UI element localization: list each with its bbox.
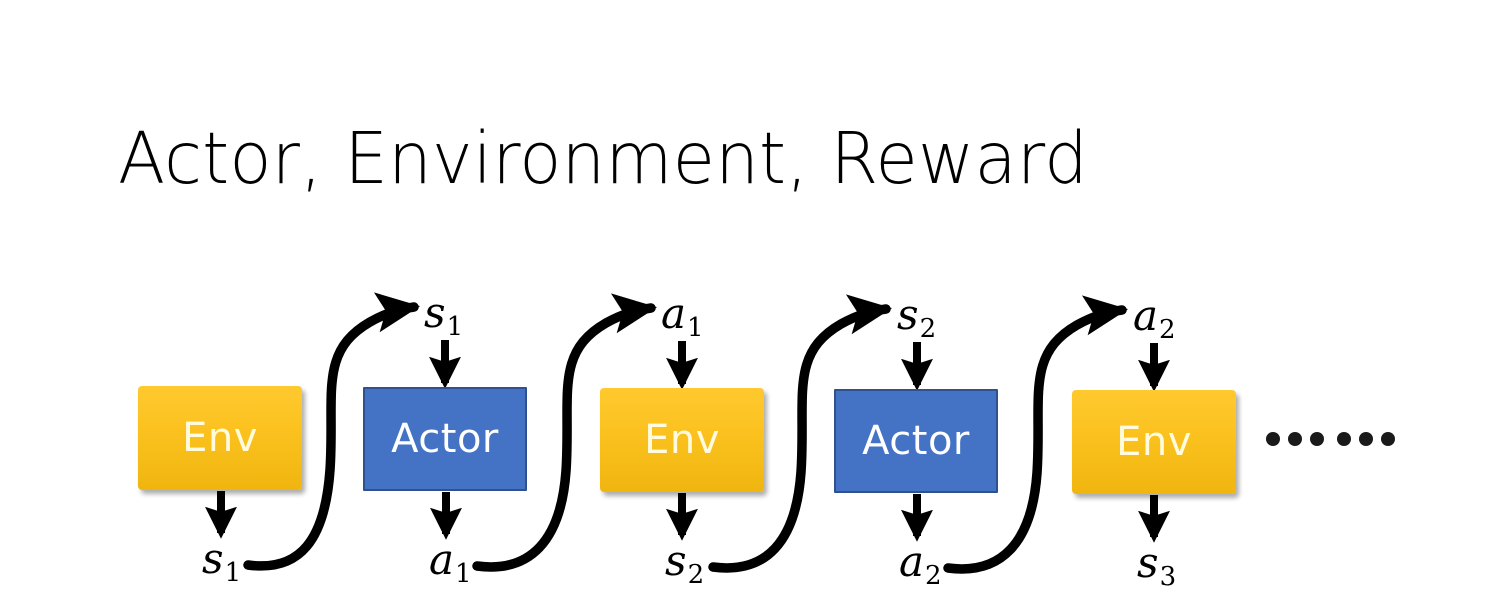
math-subscript: 2 — [687, 560, 705, 591]
label-state-s2-bottom: s2 — [665, 540, 704, 589]
math-base: a — [1133, 291, 1159, 340]
math-base: a — [899, 537, 925, 586]
ellipsis-dots-icon — [1266, 432, 1395, 446]
math-base: a — [661, 289, 687, 338]
arrow-down-icon — [429, 340, 1170, 392]
math-base: s — [1137, 538, 1159, 587]
math-subscript: 2 — [925, 561, 942, 592]
math-subscript: 1 — [446, 312, 464, 343]
math-subscript: 2 — [1159, 315, 1176, 346]
ellipsis-dot — [1288, 432, 1302, 446]
ellipsis-dot — [1310, 432, 1324, 446]
label-state-s3-bottom: s3 — [1137, 542, 1176, 591]
ellipsis-dot — [1337, 432, 1351, 446]
math-base: s — [202, 534, 224, 583]
node-env-1[interactable]: Env — [138, 386, 302, 490]
math-subscript: 1 — [224, 558, 242, 589]
arrow-down-icon — [205, 491, 1170, 543]
node-actor-1[interactable]: Actor — [363, 387, 527, 491]
node-label: Actor — [391, 416, 499, 462]
math-subscript: 1 — [455, 559, 472, 590]
ellipsis-dot — [1266, 432, 1280, 446]
node-actor-2[interactable]: Actor — [834, 389, 998, 493]
label-state-s1-bottom: s1 — [202, 538, 241, 587]
label-state-s2-top: s2 — [897, 294, 936, 343]
ellipsis-group — [1337, 432, 1395, 446]
ellipsis-dot — [1359, 432, 1373, 446]
node-label: Env — [182, 415, 258, 461]
label-action-a2-bottom: a2 — [899, 541, 942, 590]
math-base: s — [665, 536, 687, 585]
math-subscript: 2 — [919, 314, 937, 345]
math-subscript: 1 — [687, 313, 704, 344]
label-action-a1-top: a1 — [661, 293, 704, 342]
math-base: s — [424, 288, 446, 337]
node-env-3[interactable]: Env — [1072, 390, 1236, 494]
ellipsis-group — [1266, 432, 1324, 446]
label-action-a1-bottom: a1 — [429, 539, 472, 588]
math-base: s — [897, 290, 919, 339]
ellipsis-dot — [1381, 432, 1395, 446]
node-label: Env — [1116, 419, 1192, 465]
node-label: Actor — [862, 418, 970, 464]
math-subscript: 3 — [1159, 562, 1177, 593]
node-label: Env — [644, 417, 720, 463]
label-action-a2-top: a2 — [1133, 295, 1176, 344]
math-base: a — [429, 535, 455, 584]
page-title: Actor, Environment, Reward — [118, 117, 1089, 200]
node-env-2[interactable]: Env — [600, 388, 764, 492]
label-state-s1-top: s1 — [424, 292, 463, 341]
